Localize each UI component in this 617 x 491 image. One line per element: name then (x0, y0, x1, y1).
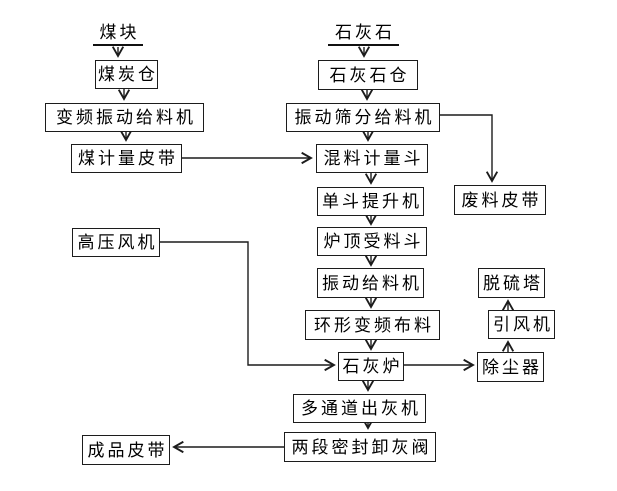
node-induced-draft-fan: 引风机 (488, 310, 555, 339)
node-product-belt: 成品皮带 (82, 435, 170, 465)
node-mix-metering-hopper: 混料计量斗 (316, 144, 428, 173)
edge-hp-fan-to-lime-kiln (160, 241, 336, 372)
node-limestone-header: 石灰石 (328, 24, 399, 46)
node-desulfurization-tower: 脱硫塔 (478, 268, 545, 298)
node-coal-metering-belt: 煤计量皮带 (71, 144, 182, 173)
node-waste-belt: 废料皮带 (454, 185, 546, 215)
node-bucket-elevator: 单斗提升机 (317, 187, 424, 216)
node-lime-kiln: 石灰炉 (338, 352, 404, 381)
node-vibrating-feeder: 振动给料机 (317, 268, 424, 298)
node-vibrating-screen-feeder: 振动筛分给料机 (286, 103, 440, 132)
node-dust-collector: 除尘器 (477, 352, 544, 382)
node-vf-vibrating-feeder: 变频振动给料机 (45, 103, 204, 132)
node-ring-vf-distributor: 环形变频布料 (305, 310, 440, 340)
node-furnace-top-hopper: 炉顶受料斗 (317, 227, 427, 256)
edge-vibrating-screen-feeder-to-waste-belt (440, 114, 499, 183)
node-limestone-bunker: 石灰石仓 (318, 60, 418, 90)
node-hp-fan: 高压风机 (72, 228, 160, 257)
node-multi-channel-ash-discharger: 多通道出灰机 (293, 394, 426, 423)
node-coal-bunker: 煤炭仓 (95, 60, 158, 89)
node-two-stage-seal-ash-valve: 两段密封卸灰阀 (284, 432, 436, 462)
node-coal-header: 煤块 (93, 24, 143, 46)
